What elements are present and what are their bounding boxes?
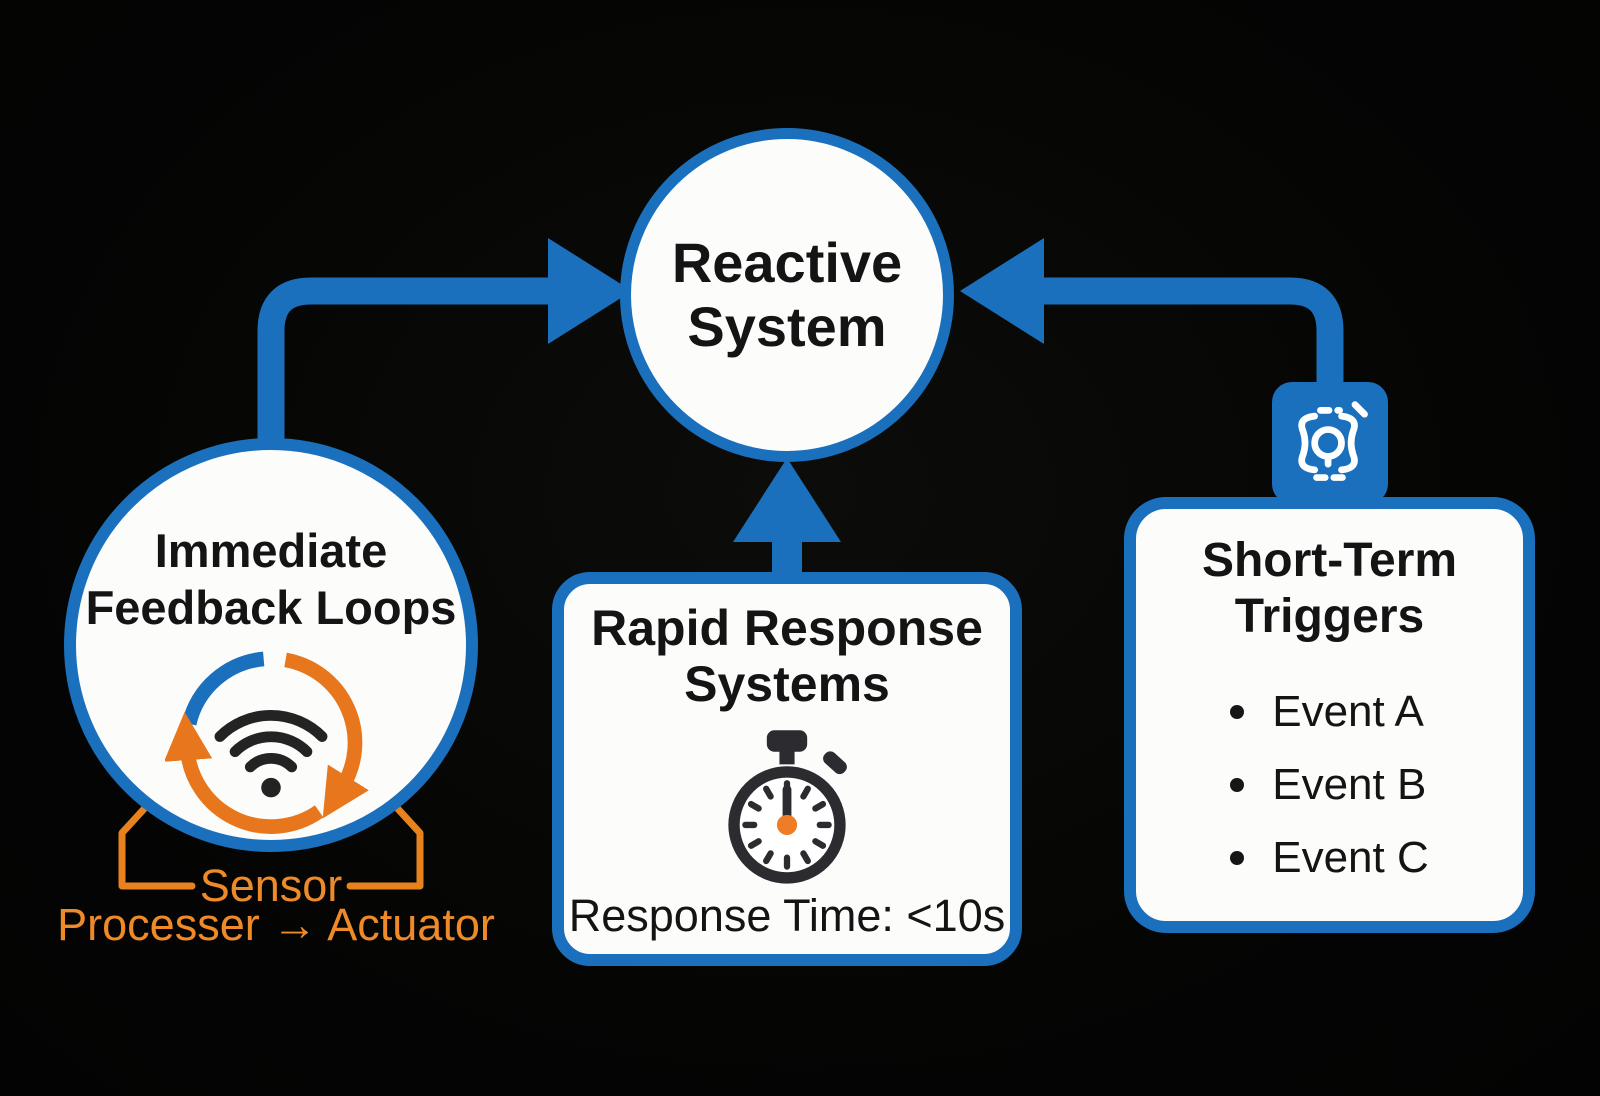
stopwatch-icon — [728, 730, 847, 884]
bullet-dot — [1230, 850, 1245, 865]
sensor-bracket-left — [118, 794, 196, 890]
loop-orange-arc-left — [165, 711, 324, 834]
short-term-triggers-title-line2: Triggers — [1234, 590, 1425, 644]
arrow-right-to-center — [960, 238, 1344, 392]
short-term-triggers-title-line1: Short-Term — [1201, 534, 1458, 587]
arrow-left-line — [257, 277, 552, 455]
feedback-loops-title-line1: Immediate — [154, 524, 388, 577]
node-rapid-response-systems: Rapid Response Systems — [552, 572, 1022, 966]
node-reactive-system: Reactive System — [620, 128, 954, 462]
list-item: Event B — [1230, 748, 1429, 821]
response-time-label: Response Time: <10s — [568, 889, 1006, 941]
sensor-bracket — [118, 794, 424, 890]
feedback-loops-title: Immediate Feedback Loops — [86, 522, 457, 637]
bullet-dot — [1230, 704, 1245, 719]
arrow-left-head-icon — [548, 238, 632, 344]
wifi-dot — [261, 777, 281, 798]
list-item: Event A — [1230, 675, 1429, 748]
rapid-response-title: Rapid Response Systems — [591, 600, 983, 712]
short-term-triggers-title: Short-Term Triggers — [1202, 533, 1457, 645]
arrow-middle-head-icon — [733, 458, 841, 542]
wifi-icon — [214, 709, 328, 772]
gear-automation-icon — [1298, 401, 1368, 481]
arrow-right-head-icon — [960, 238, 1044, 344]
node-immediate-feedback-loops: Immediate Feedback Loops — [64, 438, 478, 852]
list-item: Event C — [1230, 821, 1429, 894]
reactive-system-title-line1: Reactive — [671, 231, 903, 295]
feedback-loops-title-line2: Feedback Loops — [85, 581, 457, 635]
rapid-response-title-line1: Rapid Response — [591, 600, 983, 656]
feedback-loop-wifi-icon — [165, 651, 369, 834]
rapid-response-title-line2: Systems — [684, 656, 890, 712]
event-list: Event A Event B Event C — [1230, 675, 1429, 894]
event-a-label: Event A — [1272, 686, 1424, 736]
reactive-system-title: Reactive System — [672, 231, 902, 359]
sensor-caption: Sensor — [199, 860, 343, 911]
arrow-right-line — [1040, 277, 1344, 392]
node-short-term-triggers: Short-Term Triggers Event A Event B Even… — [1124, 497, 1535, 933]
arrow-middle-to-center — [733, 458, 841, 578]
loop-orange-arc-right — [284, 652, 369, 819]
reactive-system-title-line2: System — [687, 295, 887, 358]
stopwatch-center-dot — [776, 814, 798, 835]
arrow-left-to-center — [257, 238, 632, 455]
event-b-label: Event B — [1272, 759, 1427, 809]
processer-actuator-caption: Processer → Actuator — [57, 899, 495, 950]
gear-tab — [1272, 382, 1388, 504]
stopwatch-ticks — [742, 780, 832, 870]
sensor-bracket-right — [346, 794, 424, 890]
event-c-label: Event C — [1272, 832, 1429, 882]
bullet-dot — [1230, 777, 1245, 792]
loop-blue-arc — [182, 651, 265, 726]
